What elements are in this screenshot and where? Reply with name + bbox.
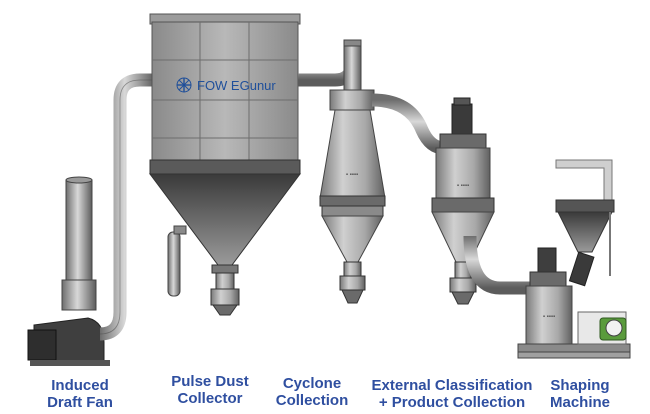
shaping-body <box>525 285 573 345</box>
collector-outlet-flange <box>211 264 239 274</box>
cyclone-pipe-top-flange <box>343 39 362 47</box>
external-classifier-equipment: ▪ ▪▪▪▪ <box>431 97 495 305</box>
label-induced-draft-fan-line2: Draft Fan <box>47 394 113 411</box>
label-pulse-dust-collector: Pulse Dust Collector <box>160 373 260 407</box>
collector-rotary-valve <box>215 272 235 290</box>
induced-draft-fan-equipment <box>27 176 110 366</box>
label-shaping-machine-line2: Machine <box>549 394 610 411</box>
cyclone-head <box>329 89 375 111</box>
classifier-plate: ▪ ▪▪▪▪ <box>457 183 469 189</box>
classifier-motor <box>451 103 473 135</box>
fan-stack <box>65 179 93 283</box>
shaping-base-2 <box>517 351 631 359</box>
shaping-plate: ▪ ▪▪▪▪ <box>543 314 555 320</box>
shaping-head <box>529 271 567 287</box>
label-shaping-machine-line1: Shaping <box>550 377 610 394</box>
label-induced-draft-fan: Induced Draft Fan <box>35 377 125 411</box>
cyclone-plate: ▪ ▪▪▪▪ <box>346 172 358 178</box>
brand-logo-icon <box>176 77 192 93</box>
cyclone-valve <box>343 261 362 277</box>
classifier-band <box>431 197 495 213</box>
fan-to-collector-pipe <box>99 73 155 341</box>
feed-chute <box>568 251 595 287</box>
collector-band <box>149 159 301 175</box>
cyclone-discharge <box>339 275 366 291</box>
collector-discharge <box>210 288 240 306</box>
fan-base-plate <box>30 360 110 366</box>
label-cyclone-collection-line1: Cyclone <box>282 375 342 392</box>
shaping-motor <box>537 247 557 275</box>
classifier-cone <box>431 211 495 263</box>
cyclone-band-2 <box>321 205 384 217</box>
classifier-to-shaping-pipe <box>463 235 540 295</box>
cyclone-upper-cone <box>319 109 386 199</box>
classifier-motor-cap <box>453 97 471 106</box>
label-external-classification-line2: + Product Collection <box>378 394 526 411</box>
label-cyclone-collection-line2: Collection <box>275 392 349 409</box>
label-external-classification: External Classification + Product Collec… <box>362 377 542 411</box>
cyclone-lower-cone <box>321 215 384 263</box>
shaping-drive-pulley <box>605 319 623 337</box>
pulse-dust-collector-equipment <box>149 13 301 316</box>
cyclone-inlet <box>343 45 362 97</box>
collector-panel-lines <box>152 22 298 174</box>
classifier-head <box>439 133 487 149</box>
feed-bin-top <box>555 199 615 213</box>
label-cyclone-collection: Cyclone Collection <box>268 375 356 409</box>
fan-stack-top <box>65 176 93 184</box>
collector-box <box>151 21 299 175</box>
shaping-machine-equipment: ▪ ▪▪▪▪ <box>517 159 631 359</box>
cyclone-to-classifier-pipe <box>371 93 445 155</box>
classifier-drum <box>435 147 491 199</box>
label-pulse-dust-collector-line2: Collector <box>177 390 243 407</box>
brand-name: FOW EGunur <box>197 78 276 93</box>
shaping-base <box>517 343 631 353</box>
label-pulse-dust-collector-line1: Pulse Dust <box>171 373 249 390</box>
feed-bin-hopper <box>557 211 613 253</box>
collector-air-tank-cap <box>173 225 187 235</box>
collector-air-tank <box>167 231 181 297</box>
label-external-classification-line1: External Classification <box>371 377 533 394</box>
classifier-discharge <box>449 277 477 293</box>
cyclone-band <box>319 195 386 207</box>
fan-motor <box>27 329 57 361</box>
fan-stack-base <box>61 279 97 311</box>
collector-discharge-cone <box>212 304 238 316</box>
cyclone-equipment: ▪ ▪▪▪▪ <box>319 45 386 304</box>
classifier-discharge-cone <box>451 291 475 305</box>
brand-logo: FOW EGunur <box>176 77 276 93</box>
label-induced-draft-fan-line1: Induced <box>51 377 109 394</box>
label-shaping-machine: Shaping Machine <box>543 377 617 411</box>
cyclone-discharge-cone <box>341 289 364 304</box>
